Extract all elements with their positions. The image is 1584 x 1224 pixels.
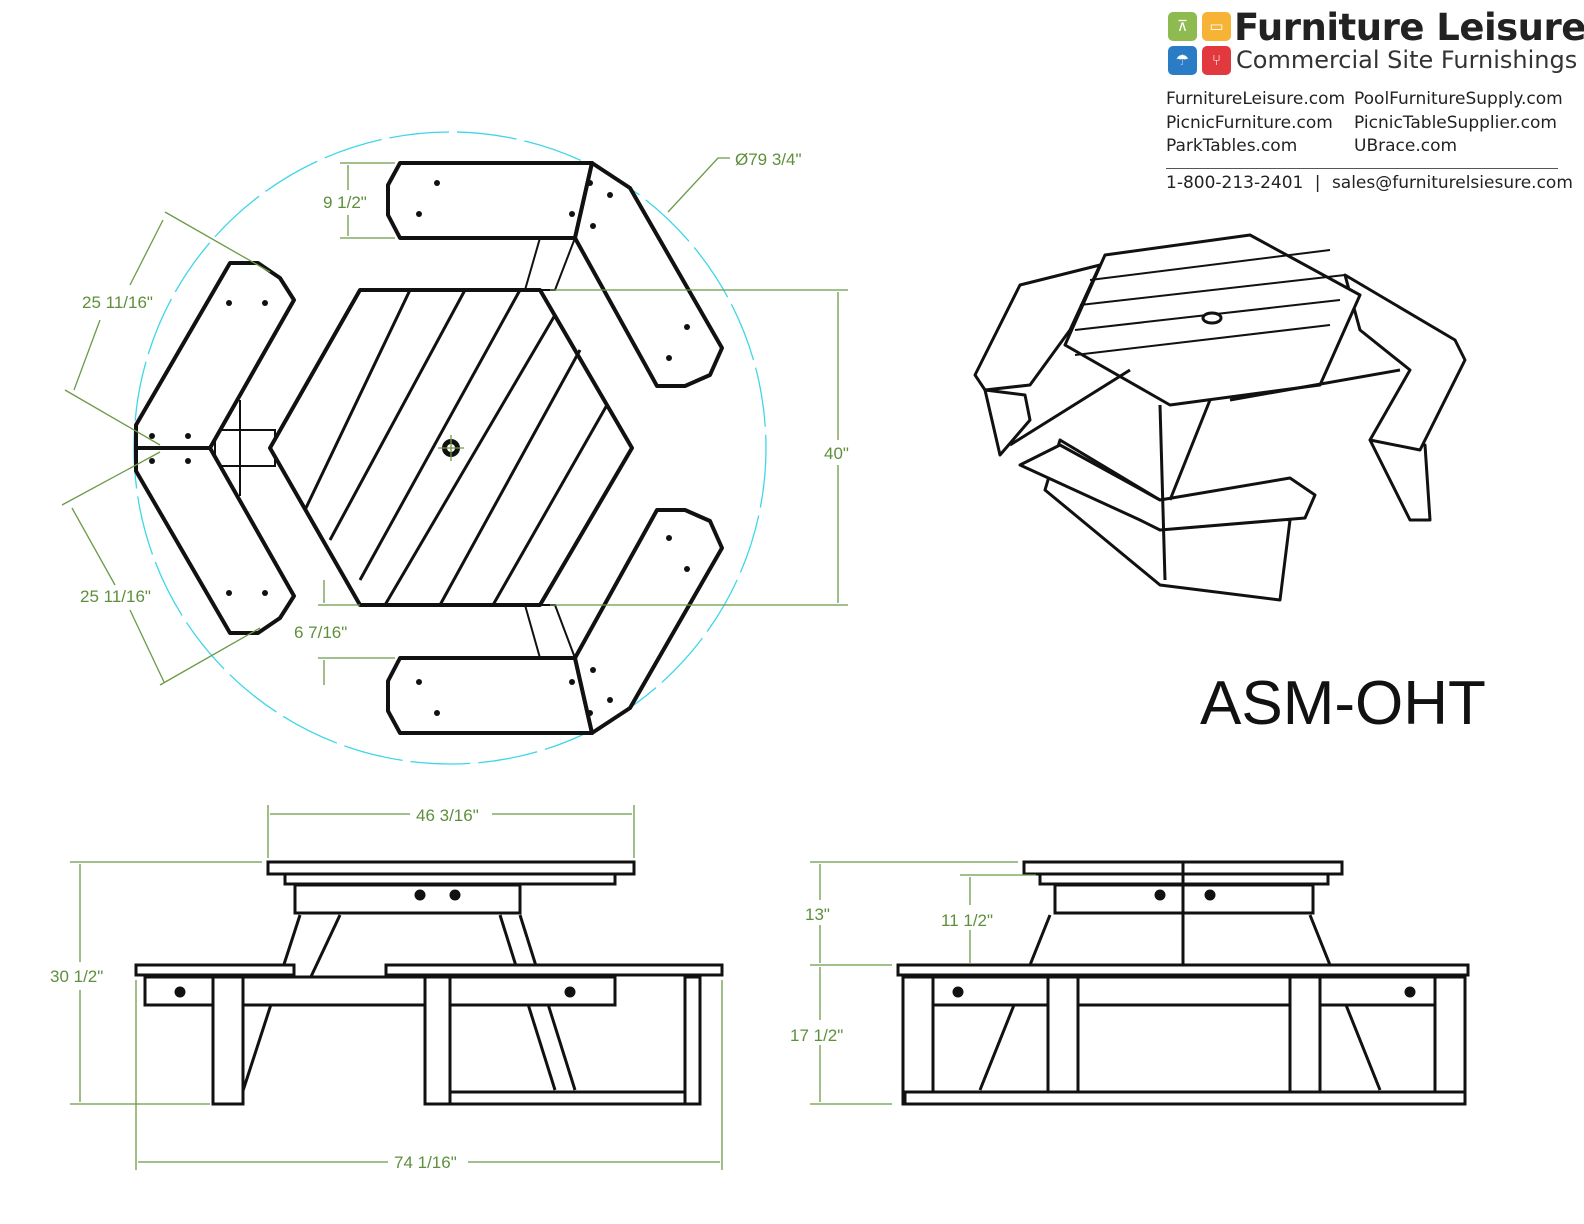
- umbrella-icon: ☂: [1168, 46, 1197, 75]
- picnic-table-icon: ⊼: [1168, 12, 1197, 41]
- seat-to-top-label: 13": [805, 905, 830, 924]
- bench-width-label: 9 1/2": [323, 193, 367, 212]
- website-link[interactable]: PicnicFurniture.com: [1166, 112, 1333, 133]
- separator: |: [1314, 173, 1321, 193]
- top-width-label: 46 3/16": [416, 806, 479, 825]
- bench-length-lower-label: 25 11/16": [80, 587, 151, 606]
- seat-height-label: 17 1/2": [790, 1026, 843, 1045]
- side-elevation: [896, 860, 1470, 1106]
- contact-line: 1-800-213-2401 | sales@furniturelsiesure…: [1166, 173, 1573, 193]
- front-dimension-lines: [70, 805, 723, 1170]
- bench-bottom: [386, 508, 724, 735]
- brand-name: Furniture Leisure: [1234, 6, 1584, 49]
- front-elevation: [134, 860, 724, 1106]
- email-link[interactable]: sales@furniturelsiesure.com: [1331, 173, 1573, 193]
- model-number: ASM-OHT: [1200, 669, 1486, 738]
- website-link[interactable]: FurnitureLeisure.com: [1166, 89, 1346, 109]
- website-link[interactable]: UBrace.com: [1354, 136, 1458, 156]
- table-depth-label: 40": [824, 444, 849, 463]
- bench-left: [134, 261, 296, 635]
- website-link[interactable]: PoolFurnitureSupply.com: [1354, 89, 1563, 109]
- gap-label: 6 7/16": [294, 623, 347, 642]
- divider: [1166, 168, 1558, 169]
- overall-width-label: 74 1/16": [394, 1153, 457, 1172]
- top-view: Ø79 3/4" 9 1/2" 40" 6 7/16" 25 11/16" 25…: [61, 131, 849, 765]
- brand-logo: ⊼ ▭ ☂ ⑂: [1168, 12, 1232, 76]
- website-link[interactable]: PicnicTableSupplier.com: [1354, 112, 1557, 133]
- website-link[interactable]: ParkTables.com: [1166, 136, 1298, 156]
- bench-icon: ▭: [1202, 12, 1231, 41]
- chair-icon: ⑂: [1202, 46, 1231, 75]
- brand-tagline: Commercial Site Furnishings: [1236, 46, 1578, 74]
- perspective-view: [973, 233, 1467, 602]
- website-list-2: PoolFurnitureSupply.com PicnicTableSuppl…: [1354, 88, 1563, 159]
- website-list-1: FurnitureLeisure.com PicnicFurniture.com…: [1166, 88, 1345, 159]
- top-view-dimension-lines: [61, 157, 848, 686]
- diameter-label: Ø79 3/4": [735, 150, 802, 169]
- umbrella-hole-icon: [438, 435, 464, 461]
- phone-number[interactable]: 1-800-213-2401: [1166, 173, 1304, 193]
- bench-length-upper-label: 25 11/16": [82, 293, 153, 312]
- side-dimension-lines: [810, 861, 1036, 1105]
- seat-to-top-inner-label: 11 1/2": [941, 911, 993, 930]
- table-slats: [303, 289, 609, 606]
- bolt-holes: [149, 180, 690, 716]
- overall-height-label: 30 1/2": [50, 967, 103, 986]
